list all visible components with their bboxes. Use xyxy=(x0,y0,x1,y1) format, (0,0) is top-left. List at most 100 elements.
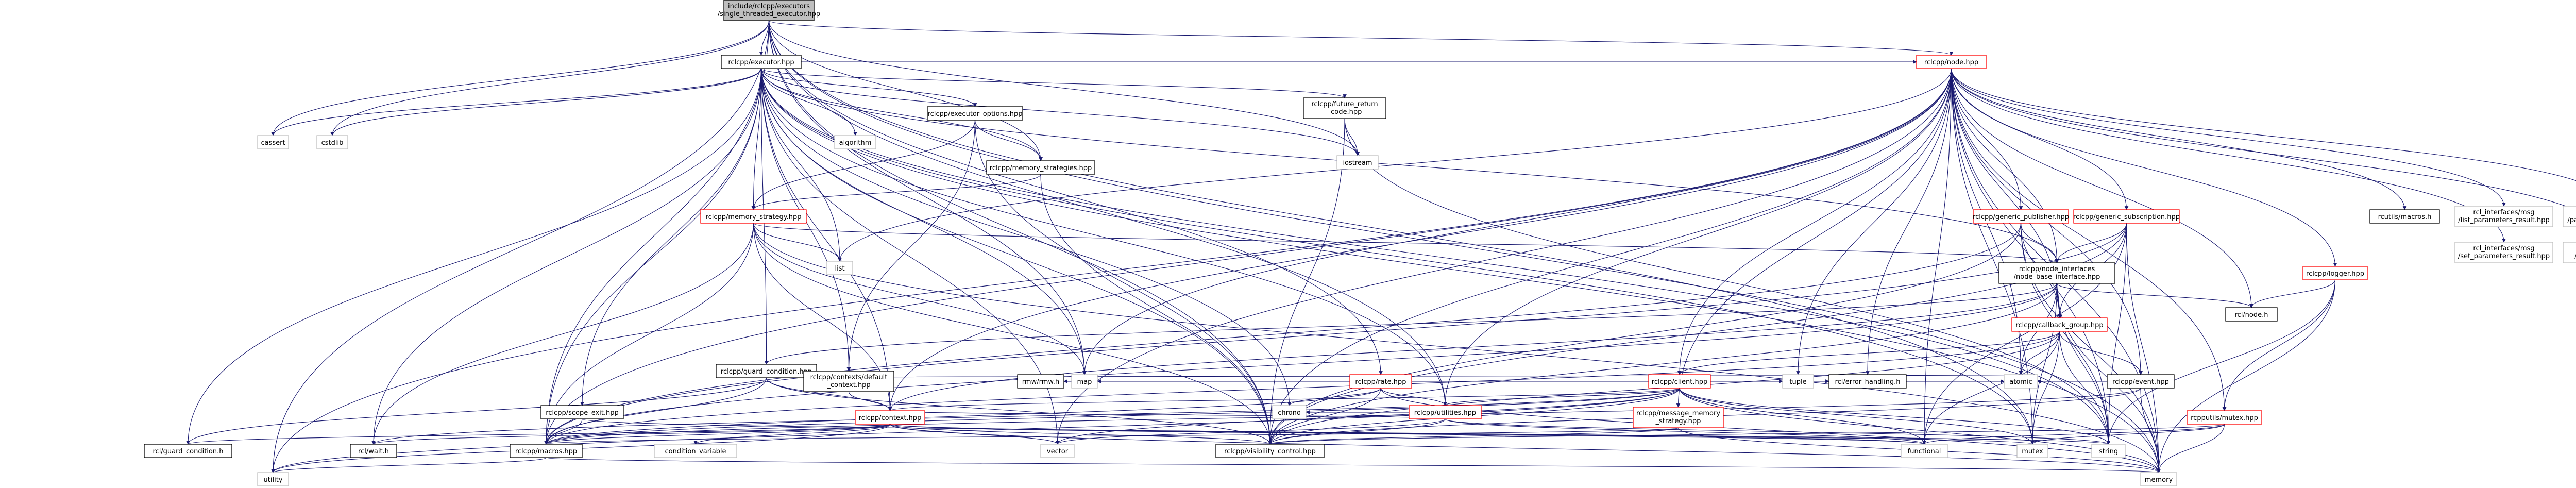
node-box xyxy=(826,261,853,275)
node-box xyxy=(2563,242,2576,263)
edge-context-to-string xyxy=(889,424,2110,445)
edge-executor-to-node-base-interface xyxy=(760,68,2059,263)
node-default-context[interactable]: rclcpp/contexts/default_context.hpp xyxy=(803,371,894,392)
edge-callback-group-to-event xyxy=(2059,331,2143,375)
node-client[interactable]: rclcpp/client.hpp xyxy=(1648,374,1711,389)
node-label: _code.hpp xyxy=(1327,108,1362,116)
node-label: utility xyxy=(264,476,283,484)
node-memory[interactable]: memory xyxy=(2140,472,2177,486)
node-context[interactable]: rclcpp/context.hpp xyxy=(855,410,925,425)
node-logger[interactable]: rclcpp/logger.hpp xyxy=(2302,266,2368,280)
node-executor-options[interactable]: rclcpp/executor_options.hpp xyxy=(927,106,1023,121)
node-atomic[interactable]: atomic xyxy=(2004,374,2038,389)
node-generic-publisher[interactable]: rclcpp/generic_publisher.hpp xyxy=(1973,209,2069,224)
edge-node-base-interface-to-string xyxy=(2056,283,2111,445)
node-box xyxy=(2454,242,2553,263)
edge-context-to-guard-condition-h xyxy=(186,424,891,445)
node-label: rclcpp/node_interfaces xyxy=(2019,265,2095,273)
node-cassert[interactable]: cassert xyxy=(257,135,289,149)
node-event[interactable]: rclcpp/event.hpp xyxy=(2107,374,2175,389)
edge-executor-to-executor-options xyxy=(760,68,977,107)
node-memory-strategies[interactable]: rclcpp/memory_strategies.hpp xyxy=(986,160,1095,175)
node-box xyxy=(2563,206,2576,227)
node-node[interactable]: rclcpp/node.hpp xyxy=(1916,55,1987,69)
node-box xyxy=(1303,97,1386,119)
node-visibility[interactable]: rclcpp/visibility_control.hpp xyxy=(1215,444,1325,458)
node-algorithm[interactable]: algorithm xyxy=(834,135,876,149)
edge-root-to-cassert xyxy=(271,20,770,136)
node-box xyxy=(2073,209,2180,224)
edge-root-to-mutex xyxy=(768,20,2035,445)
node-label: rclcpp/contexts/default xyxy=(810,374,888,381)
node-callback-group[interactable]: rclcpp/callback_group.hpp xyxy=(2011,317,2108,332)
node-box xyxy=(1998,262,2115,284)
node-param-desc[interactable]: rcl_interfaces/msg/parameter_descriptor.… xyxy=(2563,206,2576,227)
edge-context-to-rcl-h xyxy=(371,424,891,445)
edge-callback-group-to-atomic xyxy=(2019,331,2060,375)
edge-rate-to-utilities xyxy=(1380,388,1447,406)
node-box xyxy=(1648,374,1711,389)
node-label: chrono xyxy=(1278,409,1301,417)
node-memory-strategy[interactable]: rclcpp/memory_strategy.hpp xyxy=(700,209,807,224)
edge-root-to-memory-strategies xyxy=(768,20,1043,161)
node-string[interactable]: string xyxy=(2091,444,2126,458)
node-box xyxy=(510,444,583,458)
node-set-params[interactable]: rcl_interfaces/msg/set_parameters_result… xyxy=(2454,242,2553,263)
node-label: rclcpp/logger.hpp xyxy=(2306,270,2364,278)
edge-msg-mem-strategy-to-visibility xyxy=(1268,427,1679,445)
node-param-event[interactable]: rcl_interfaces/msg/parameter_event.hpp xyxy=(2563,242,2576,263)
edge-node-base-interface-to-macros-hpp xyxy=(544,283,2058,445)
node-utilities[interactable]: rclcpp/utilities.hpp xyxy=(1409,405,1482,419)
node-label: rclcpp/utilities.hpp xyxy=(1414,409,1476,417)
node-label: list xyxy=(835,265,844,273)
node-error-handling[interactable]: rcl/error_handling.h xyxy=(1828,374,1907,389)
node-node-base-interface[interactable]: rclcpp/node_interfaces/node_base_interfa… xyxy=(1998,262,2115,284)
edge-root-to-visibility xyxy=(768,20,1272,445)
node-iostream[interactable]: iostream xyxy=(1336,155,1379,170)
node-mutex[interactable]: mutex xyxy=(2016,444,2048,458)
node-list-params[interactable]: rcl_interfaces/msg/list_parameters_resul… xyxy=(2454,206,2553,227)
node-macros-h[interactable]: rcutils/macros.h xyxy=(2369,209,2440,224)
node-chrono[interactable]: chrono xyxy=(1272,405,1307,419)
node-utility[interactable]: utility xyxy=(257,472,289,486)
node-functional[interactable]: functional xyxy=(1901,444,1948,458)
node-rcl-node-h[interactable]: rcl/node.h xyxy=(2225,307,2278,322)
node-msg-mem-strategy[interactable]: rclcpp/message_memory_strategy.hpp xyxy=(1633,407,1724,428)
node-label: rclcpp/executor.hpp xyxy=(728,59,794,66)
node-executor[interactable]: rclcpp/executor.hpp xyxy=(721,55,802,69)
node-list[interactable]: list xyxy=(826,261,853,275)
edge-executor-options-to-visibility xyxy=(974,120,1272,445)
node-box xyxy=(723,0,815,21)
node-scope-exit[interactable]: rclcpp/scope_exit.hpp xyxy=(540,405,624,419)
edge-memory-strategy-to-map xyxy=(753,223,1087,375)
node-guard-condition-h[interactable]: rcl/guard_condition.h xyxy=(144,444,232,458)
node-root[interactable]: include/rclcpp/executors/single_threaded… xyxy=(718,0,820,21)
edge-node-to-msg-mem-strategy xyxy=(1676,68,1952,408)
node-rmw-h[interactable]: rmw/rmw.h xyxy=(1017,374,1064,389)
node-macros-hpp[interactable]: rclcpp/macros.hpp xyxy=(510,444,583,458)
edge-memory-strategy-to-visibility xyxy=(753,223,1272,445)
node-box xyxy=(1071,374,1098,389)
edge-node-base-interface-to-rcl-node-h xyxy=(2056,283,2253,308)
node-generic-subscription[interactable]: rclcpp/generic_subscription.hpp xyxy=(2073,209,2180,224)
node-map[interactable]: map xyxy=(1071,374,1098,389)
edge-memory-strategy-to-list xyxy=(753,223,842,262)
node-future-return[interactable]: rclcpp/future_return_code.hpp xyxy=(1303,97,1386,119)
edge-generic-publisher-to-macros-hpp xyxy=(544,223,2022,445)
node-box xyxy=(2454,206,2553,227)
node-tuple[interactable]: tuple xyxy=(1782,374,1814,389)
node-box xyxy=(700,209,807,224)
edge-memory-strategy-to-rcl-h xyxy=(371,223,754,445)
node-rate[interactable]: rclcpp/rate.hpp xyxy=(1349,374,1412,389)
node-condition-variable[interactable]: condition_variable xyxy=(654,444,737,458)
node-box xyxy=(350,444,397,458)
node-vector[interactable]: vector xyxy=(1040,444,1075,458)
node-cstdlib[interactable]: cstdlib xyxy=(316,135,348,149)
node-rcl-h[interactable]: rcl/wait.h xyxy=(350,444,397,458)
node-label: rclcpp/future_return xyxy=(1311,100,1378,108)
node-lock[interactable]: rcpputils/mutex.hpp xyxy=(2187,410,2262,425)
node-box xyxy=(654,444,737,458)
edge-root-to-macros-hpp xyxy=(544,20,770,445)
node-guard-condition[interactable]: rclcpp/guard_condition.hpp xyxy=(716,364,817,378)
